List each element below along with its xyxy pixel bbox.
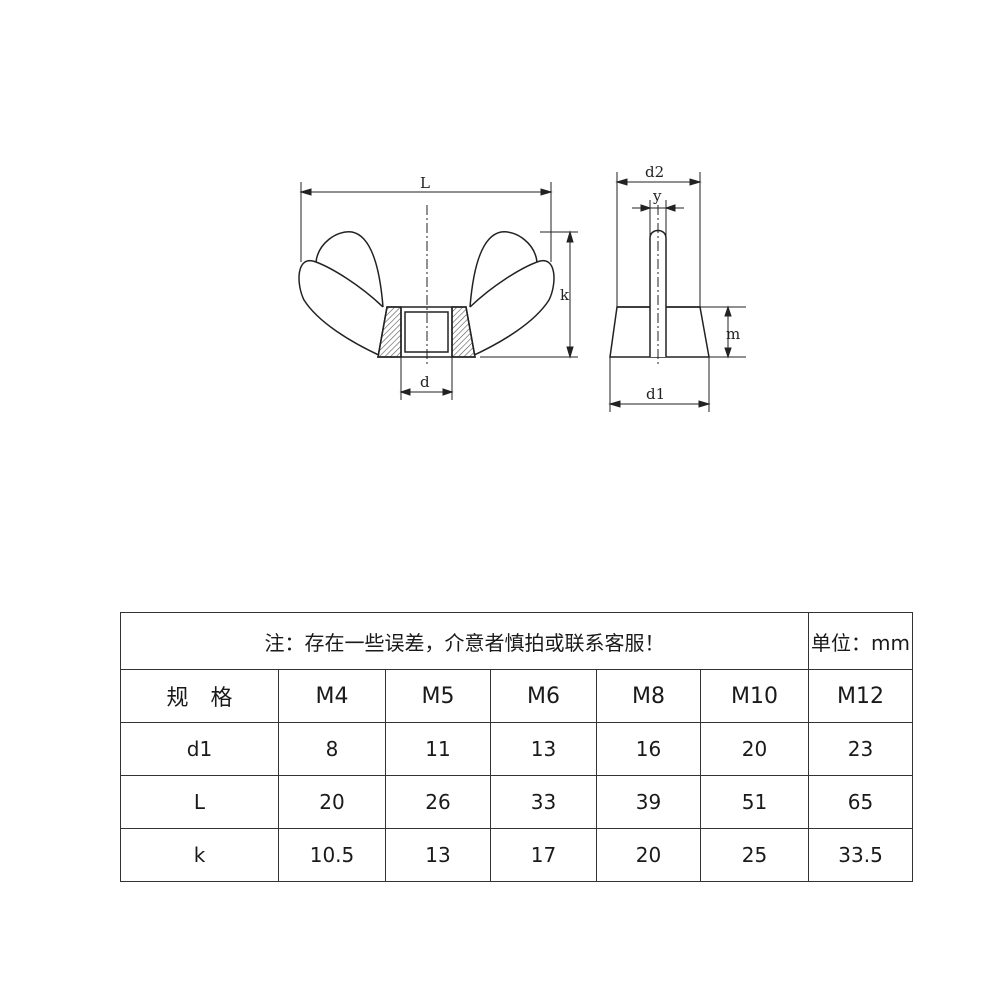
label-d: d	[420, 373, 430, 391]
note-text: 注：存在一些误差，介意者慎拍或联系客服！	[119, 612, 810, 670]
table-cell: 33	[490, 775, 597, 829]
table-cell: 13	[385, 828, 491, 882]
dimension-d	[399, 357, 454, 400]
dimension-m	[700, 305, 746, 359]
table-cell: 20	[278, 775, 386, 829]
table-cell: 51	[699, 775, 810, 829]
table-cell: 11	[385, 722, 491, 776]
dimension-d1	[608, 357, 711, 412]
table-cell: 23	[808, 722, 914, 776]
size-header: M5	[385, 669, 491, 723]
size-header: M8	[596, 669, 701, 723]
dimension-d2	[615, 172, 702, 307]
side-view	[609, 205, 710, 365]
table-cell: 20	[596, 828, 701, 882]
label-y: y	[652, 187, 662, 205]
row-label: d1	[120, 722, 279, 776]
size-header: M10	[699, 669, 810, 723]
dimension-k	[480, 230, 578, 359]
table-cell: 33.5	[808, 828, 914, 882]
table-cell: 8	[278, 722, 386, 776]
table-row-k: k 10.5 13 17 20 25 33.5	[120, 828, 914, 882]
table-row-L: L 20 26 33 39 51 65	[120, 775, 914, 829]
table-cell: 10.5	[278, 828, 386, 882]
label-m: m	[726, 325, 740, 343]
spec-table: 注：存在一些误差，介意者慎拍或联系客服！ 单位：mm 规 格 M4 M5 M6 …	[119, 612, 914, 882]
table-cell: 20	[699, 722, 810, 776]
left-wing-outline	[298, 259, 384, 358]
wing-nut-drawing: L k d d2	[298, 163, 746, 412]
table-cell: 17	[490, 828, 597, 882]
size-header-row: 规 格 M4 M5 M6 M8 M10 M12	[120, 669, 914, 723]
right-hatch	[451, 306, 476, 358]
dimension-y	[632, 200, 684, 238]
table-cell: 16	[596, 722, 701, 776]
row-label: k	[120, 828, 279, 882]
table-row-d1: d1 8 11 13 16 20 23	[120, 722, 914, 776]
size-header: M6	[490, 669, 597, 723]
label-d2: d2	[645, 163, 664, 181]
dimension-L	[299, 182, 553, 262]
table-cell: 65	[808, 775, 914, 829]
label-k: k	[560, 286, 570, 304]
size-header: M4	[278, 669, 386, 723]
front-view	[298, 205, 555, 365]
note-row: 注：存在一些误差，介意者慎拍或联系客服！ 单位：mm	[119, 612, 914, 670]
row-label: L	[120, 775, 279, 829]
table-cell: 25	[699, 828, 810, 882]
table-cell: 13	[490, 722, 597, 776]
right-wing-outline	[469, 259, 555, 358]
label-d1: d1	[646, 385, 665, 403]
unit-text: 单位：mm	[808, 612, 914, 670]
left-hatch	[377, 306, 402, 358]
label-L: L	[420, 174, 430, 192]
spec-label: 规 格	[120, 669, 279, 723]
table-cell: 26	[385, 775, 491, 829]
size-header: M12	[808, 669, 914, 723]
table-cell: 39	[596, 775, 701, 829]
